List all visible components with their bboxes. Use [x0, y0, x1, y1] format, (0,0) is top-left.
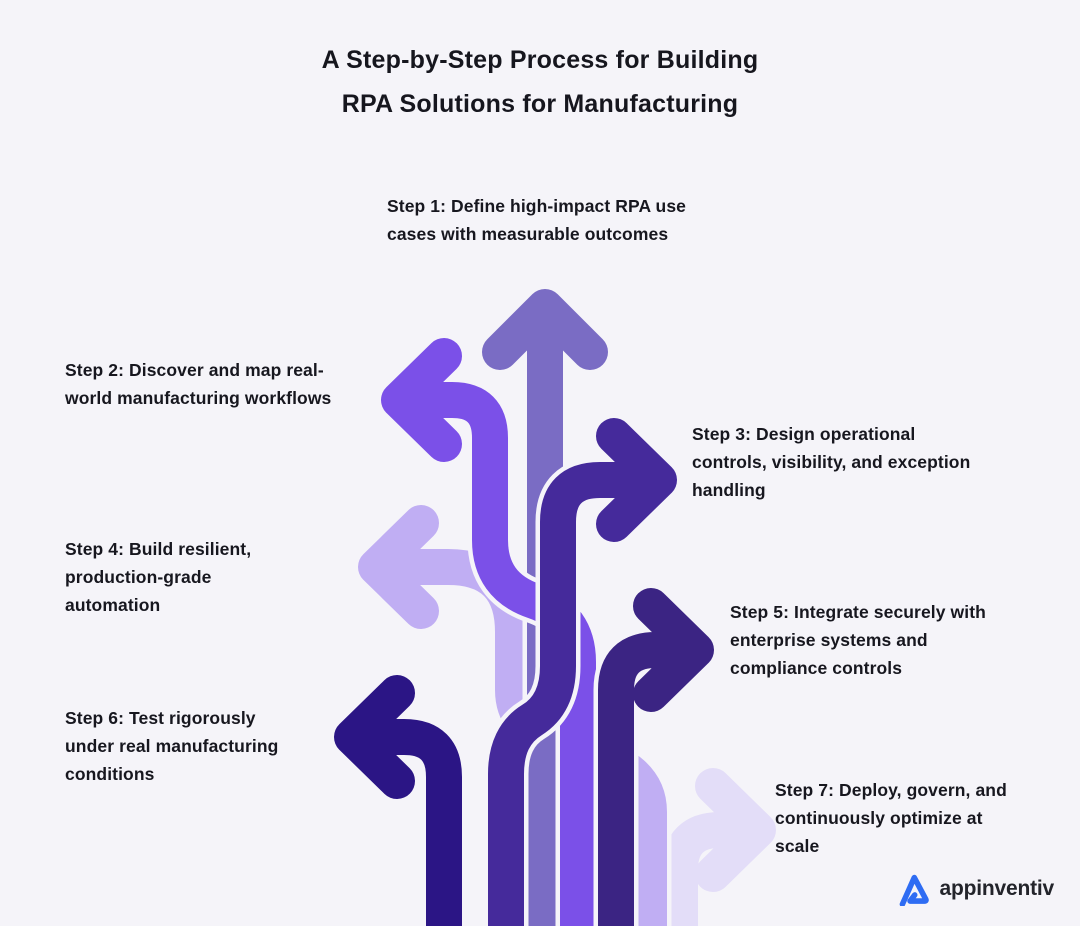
- appinventiv-logo: appinventiv: [899, 872, 1055, 906]
- appinventiv-mark-icon: [899, 874, 929, 906]
- step-6-label: Step 6: Test rigorously under real manuf…: [65, 708, 279, 784]
- step-3-arrow-right-icon: [483, 413, 682, 926]
- step-6-arrow-left-icon: [329, 670, 467, 926]
- page-title-line-2: RPA Solutions for Manufacturing: [341, 90, 739, 118]
- step-5-label: Step 5: Integrate securely with enterpri…: [730, 602, 986, 678]
- page-title-line-1: A Step-by-Step Process for Building: [321, 46, 759, 74]
- step-2-label: Step 2: Discover and map real- world man…: [65, 360, 332, 408]
- step-4-label: Step 4: Build resilient, production-grad…: [65, 539, 252, 615]
- step-7-arrow-right-icon: [657, 763, 781, 926]
- step-7-label: Step 7: Deploy, govern, and continuously…: [775, 780, 1007, 856]
- page-title: A Step-by-Step Process for Building RPA …: [0, 38, 1080, 126]
- appinventiv-logo-text: appinventiv: [939, 877, 1055, 900]
- arrow-shape: [334, 675, 462, 926]
- step-3-label: Step 3: Design operational controls, vis…: [692, 424, 971, 500]
- arrow-shape: [662, 768, 776, 926]
- arrow-shape: [598, 588, 714, 926]
- step-1-label: Step 1: Define high-impact RPA use cases…: [387, 196, 686, 244]
- arrow-shape: [488, 418, 677, 926]
- step-5-arrow-right-icon: [593, 583, 719, 926]
